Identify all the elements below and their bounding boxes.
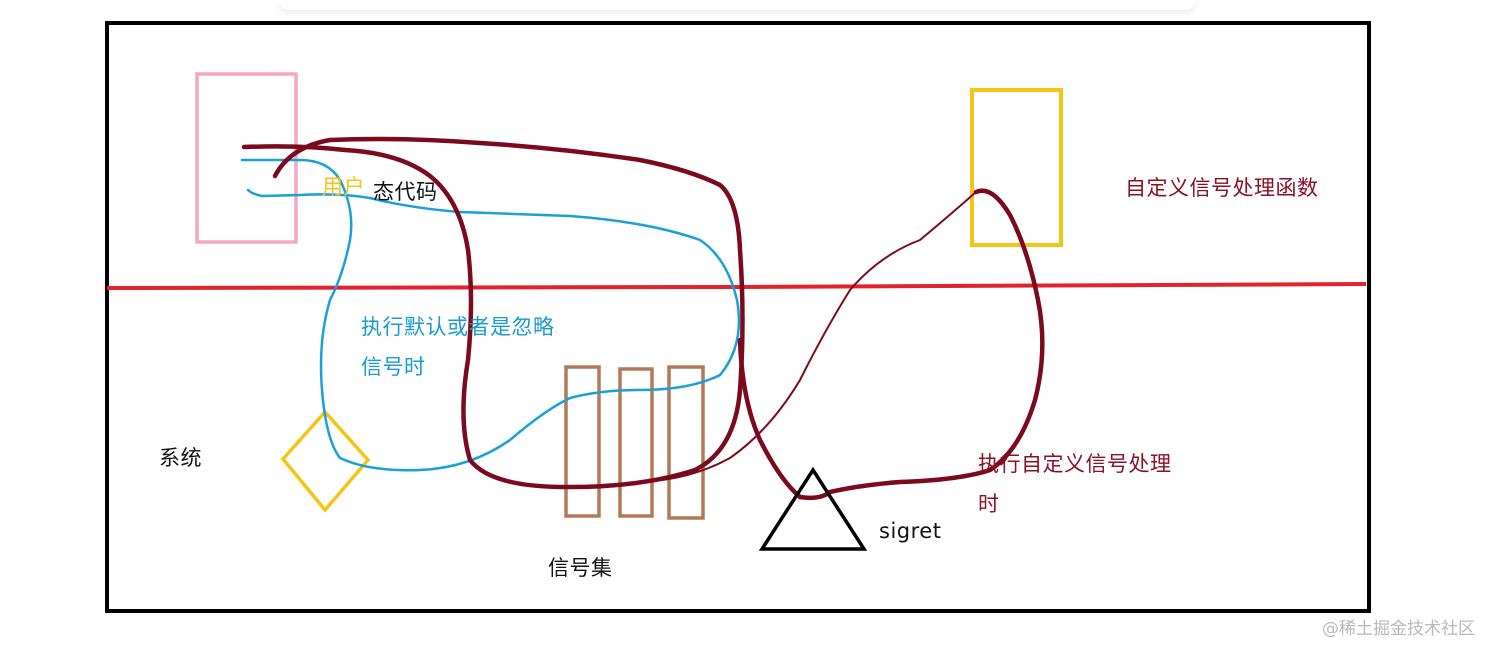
top-bar-shadow [280,0,1195,10]
custom-handler-box [970,88,1063,247]
exec-custom-label-line1: 执行自定义信号处理 [978,452,1172,476]
user-kernel-boundary-line [106,282,1367,290]
signal-set-slot-3 [667,365,705,520]
signal-set-slot-2 [618,367,654,518]
mode-code-label: 态代码 [373,180,438,204]
handler-return-path [639,191,977,483]
user-code-box [195,72,298,244]
default-or-ignore-label-line1: 执行默认或者是忽略 [361,315,555,339]
exec-custom-label-line2: 时 [978,492,1000,516]
watermark: @稀土掘金技术社区 [1322,619,1475,639]
default-or-ignore-label-line2: 信号时 [361,355,426,379]
system-label: 系统 [159,446,202,470]
signal-set-label: 信号集 [548,556,613,580]
sigret-triangle-shape [758,466,868,551]
sigret-label: sigret [879,519,942,543]
user-label: 用户 [322,175,365,199]
signal-set-slot-1 [564,365,601,518]
to-sigret-path [737,188,1045,501]
custom-handling-entry-path [241,136,745,490]
system-diamond-shape [280,409,371,513]
custom-handler-function-label: 自定义信号处理函数 [1125,176,1319,200]
